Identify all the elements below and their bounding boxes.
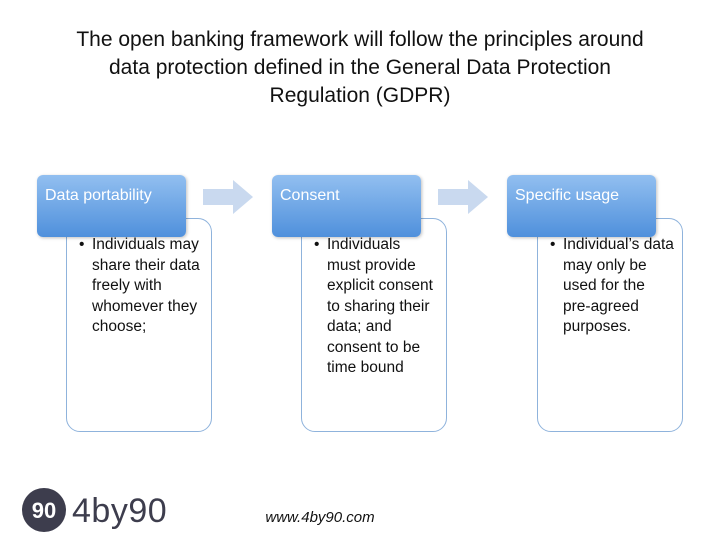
title-line-1: The open banking framework will follow t… [76, 28, 644, 51]
slide-title: The open banking framework will follow t… [40, 26, 680, 110]
title-line-2: data protection defined in the General D… [109, 56, 611, 79]
bullet-dot: • [550, 236, 556, 253]
stage-3-body: • Individual’s data may only be used for… [537, 218, 683, 432]
stage-3-label: Specific usage [515, 187, 620, 204]
stage-1-header: Data portability [37, 175, 186, 237]
stage-1-bullet: • Individuals may share their data freel… [79, 235, 203, 338]
logo-mark: 90 [22, 488, 66, 532]
stage-2-header: Consent [272, 175, 421, 237]
title-line-3: Regulation (GDPR) [269, 84, 451, 107]
stage-2-label: Consent [280, 187, 340, 204]
bullet-dot: • [314, 236, 320, 253]
bullet-dot: • [79, 236, 85, 253]
logo-text: 4by90 [72, 492, 168, 530]
arrow-right-icon [438, 180, 488, 214]
logo-mark-text: 90 [32, 498, 56, 523]
stage-1-body: • Individuals may share their data freel… [66, 218, 212, 432]
arrow-right-icon [203, 180, 253, 214]
stage-2-body: • Individuals must provide explicit cons… [301, 218, 447, 432]
stage-3-text: Individual’s data may only be used for t… [563, 236, 674, 335]
stage-2-bullet: • Individuals must provide explicit cons… [314, 235, 438, 379]
stage-3-bullet: • Individual’s data may only be used for… [550, 235, 674, 338]
stage-3-header: Specific usage [507, 175, 656, 237]
stage-1-text: Individuals may share their data freely … [92, 236, 200, 335]
footer-url: www.4by90.com [265, 509, 375, 526]
stage-2-text: Individuals must provide explicit consen… [327, 236, 433, 376]
stage-1-label: Data portability [45, 187, 152, 204]
